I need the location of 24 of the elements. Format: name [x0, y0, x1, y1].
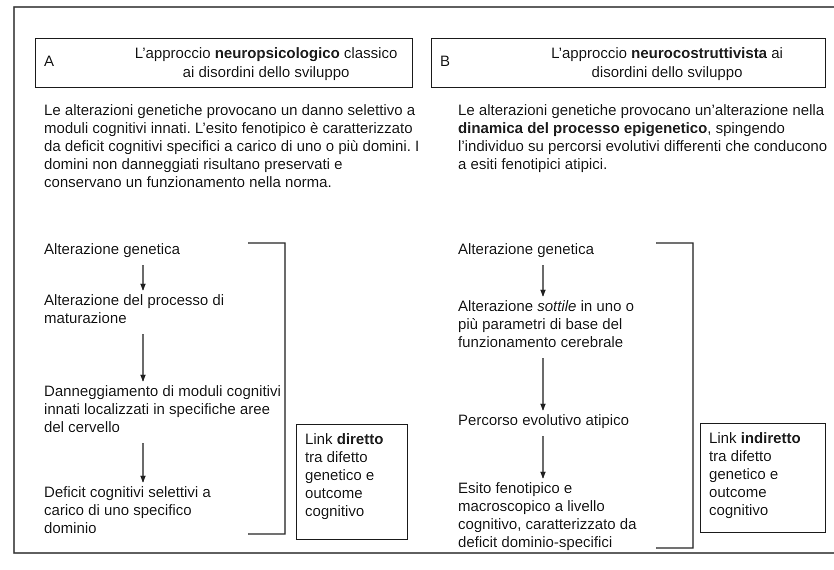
heading-box	[431, 38, 826, 88]
step-text: Alterazione genetica	[458, 241, 648, 259]
arrow	[140, 334, 146, 382]
panel-heading: L’approccio neuropsicologico classico ai disordini dello sviluppo	[134, 44, 398, 82]
step-text: Deficit cognitivi selettivi a carico di uno specifico dominio	[44, 484, 244, 538]
step-text: Alterazione sottile in uno o più parametri di base del funzionamento cerebrale	[458, 298, 658, 352]
heading-box	[35, 38, 413, 88]
description-text: Le alterazioni genetiche provocano un’alterazione nella dinamica del processo epigenetico, spingendo l’individuo su percorsi evolutivi differenti che conducono a esiti fenotipici atipici.	[458, 102, 828, 174]
summary-box: Link indiretto tra difetto genetico e outcome cognitivo	[700, 423, 826, 533]
summary-box: Link diretto tra difetto genetico e outcome cognitivo	[296, 424, 408, 540]
step-text: Alterazione genetica	[44, 241, 244, 259]
step-text: Alterazione del processo di maturazione	[44, 292, 244, 328]
panel-letter: A	[44, 53, 54, 71]
step-text: Percorso evolutivo atipico	[458, 412, 658, 430]
arrow	[140, 443, 146, 483]
arrow	[140, 265, 146, 291]
step-text: Danneggiamento di moduli cognitivi innati localizzati in specifiche aree del cervello	[44, 383, 284, 437]
description-text: Le alterazioni genetiche provocano un danno selettivo a moduli cognitivi innati. L’esito fenotipico è caratterizzato da deficit cognitivi specifici a carico di uno o più domini. I domini non danneggiati risultano preservati e conservano un funzionamento nella norma.	[44, 102, 420, 192]
step-text: Esito fenotipico e macroscopico a livello cognitivo, caratterizzato da deficit dominio-specifici	[458, 480, 663, 552]
arrow	[540, 265, 546, 297]
arrow	[540, 358, 546, 411]
panel-heading: L’approccio neurocostruttivista ai disordini dello sviluppo	[550, 44, 784, 82]
arrow	[540, 436, 546, 479]
panel-letter: B	[440, 53, 450, 71]
